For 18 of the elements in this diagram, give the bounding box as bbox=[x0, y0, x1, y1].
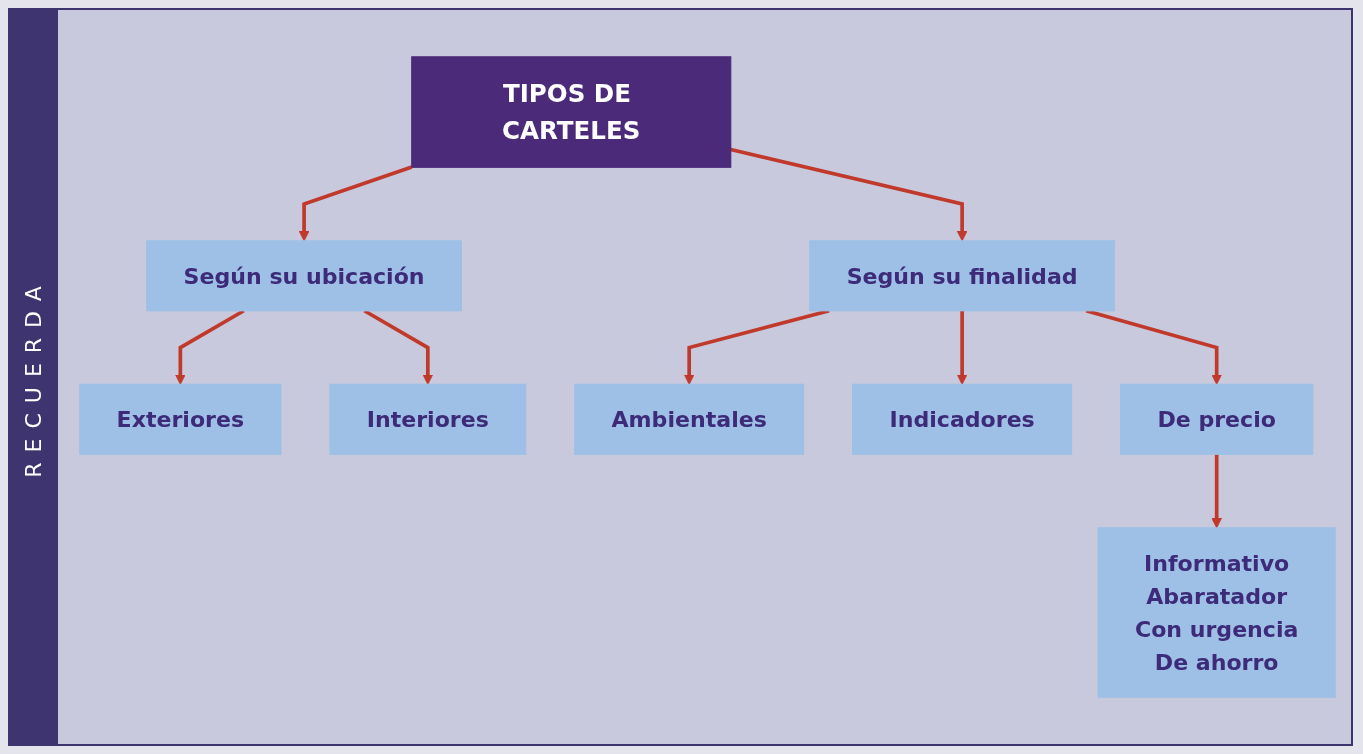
node-box: Informativo Abaratador Con urgencia De ahorro bbox=[1097, 527, 1336, 698]
arrow bbox=[956, 310, 968, 385]
arrow bbox=[363, 309, 434, 385]
arrow bbox=[1085, 309, 1223, 385]
side-label: RECUERDA bbox=[20, 276, 46, 478]
arrow bbox=[683, 309, 830, 385]
arrow bbox=[1211, 454, 1223, 529]
node-box: TIPOS DE CARTELES bbox=[411, 56, 732, 168]
node-box: Según su ubicación bbox=[146, 240, 462, 312]
node-box: Interiores bbox=[329, 383, 527, 455]
node-box: Exteriores bbox=[79, 383, 282, 455]
node-box: Según su finalidad bbox=[809, 240, 1116, 312]
node-box: Indicadores bbox=[852, 383, 1073, 455]
arrow bbox=[298, 165, 413, 242]
arrow bbox=[174, 309, 245, 385]
arrow bbox=[730, 147, 968, 242]
node-box: De precio bbox=[1120, 383, 1314, 455]
node-box: Ambientales bbox=[574, 383, 805, 455]
